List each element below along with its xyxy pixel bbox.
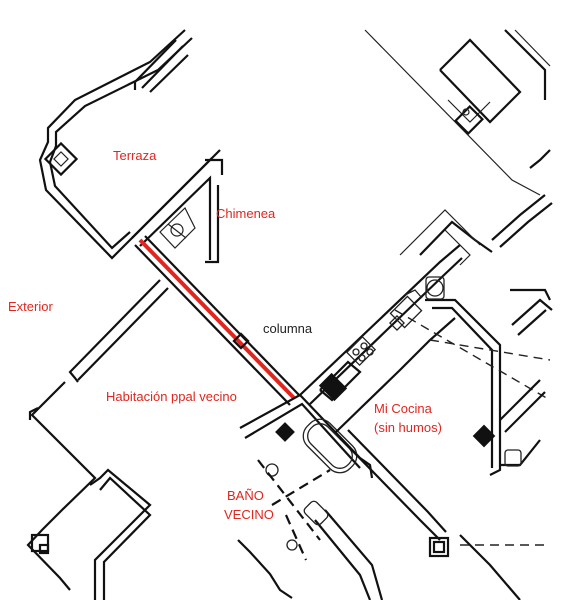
label-terraza: Terraza <box>113 148 157 163</box>
label-bano-line2: VECINO <box>224 507 274 522</box>
label-chimenea: Chimenea <box>216 206 276 221</box>
label-cocina-line1: Mi Cocina <box>374 401 433 416</box>
label-cocina-line2: (sin humos) <box>374 420 442 435</box>
chimney-walls <box>131 157 220 264</box>
chimney-duct-highlight <box>138 238 296 400</box>
label-bano-line1: BAÑO <box>227 488 264 503</box>
label-columna: columna <box>263 321 313 336</box>
upper-right-walls <box>364 29 553 467</box>
bathroom-walls <box>237 393 384 600</box>
kitchen-walls <box>299 244 551 600</box>
terrace-walls <box>38 29 224 260</box>
party-wall <box>134 235 301 406</box>
label-habitacion: Habitación ppal vecino <box>106 389 237 404</box>
label-exterior: Exterior <box>8 299 53 314</box>
bedroom-walls <box>26 279 169 600</box>
